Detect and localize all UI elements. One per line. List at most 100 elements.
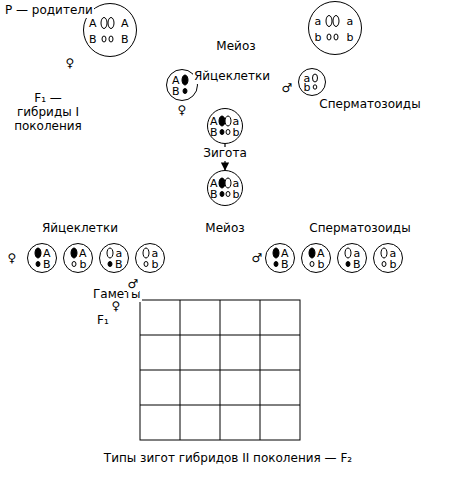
- cell-circle: AaBb: [207, 108, 243, 144]
- cell-circle: ab: [135, 243, 165, 273]
- chromosome-symbol: [226, 192, 230, 197]
- chromosome-symbol: [108, 262, 112, 267]
- allele-letter: B: [353, 259, 361, 270]
- chromosome-symbol: [345, 248, 351, 258]
- allele-letter: a: [354, 248, 361, 259]
- allele-letter: a: [347, 16, 354, 27]
- chromosome-symbol: [313, 74, 318, 82]
- allele-letter: A: [121, 18, 129, 29]
- allele-letter: b: [315, 32, 322, 43]
- text-label: Яйцеклетки: [193, 70, 271, 84]
- grid-line: [140, 405, 300, 406]
- chromosome-symbol: [219, 178, 225, 188]
- chromosome-symbol: [382, 262, 386, 267]
- chromosome-symbol: [144, 262, 148, 267]
- allele-letter: B: [210, 127, 218, 138]
- chromosome-symbol: [327, 34, 331, 40]
- text-label: ♂: [281, 82, 294, 96]
- text-label: Сперматозоиды: [308, 222, 411, 236]
- allele-letter: A: [210, 178, 218, 189]
- chromosome-symbol: [225, 178, 231, 188]
- text-label: ♀: [7, 252, 18, 266]
- chromosome-symbol: [226, 130, 230, 135]
- text-label: Зигота: [202, 147, 247, 161]
- chromosome-symbol: [183, 89, 187, 94]
- chromosome-symbol: [225, 116, 231, 126]
- text-label: ♀: [65, 57, 76, 71]
- cell-circle: Ab: [63, 243, 93, 273]
- chromosome-symbol: [182, 75, 188, 85]
- chromosome-symbol: [326, 16, 332, 27]
- allele-letter: A: [210, 116, 218, 127]
- cell-circle: ab: [373, 243, 403, 273]
- grid-line: [140, 335, 300, 336]
- punnett-grid: [140, 300, 300, 440]
- chromosome-symbol: [102, 36, 106, 42]
- text-label: ♂: [251, 252, 264, 266]
- text-label: Яйцеклетки: [41, 222, 119, 236]
- allele-letter: b: [347, 32, 354, 43]
- allele-letter: A: [43, 248, 51, 259]
- chromosome-symbol: [108, 18, 114, 29]
- cell-circle: Ab: [301, 243, 331, 273]
- chromosome-symbol: [334, 34, 338, 40]
- chromosome-symbol: [310, 262, 314, 267]
- chromosome-symbol: [35, 248, 41, 258]
- allele-letter: B: [121, 34, 129, 45]
- text-label: Сперматозоиды: [318, 98, 421, 112]
- chromosome-symbol: [220, 192, 224, 197]
- allele-letter: a: [116, 248, 123, 259]
- chromosome-symbol: [101, 18, 107, 29]
- cell-circle: aabb: [308, 1, 362, 55]
- chromosome-symbol: [36, 262, 40, 267]
- text-label: F₁: [96, 314, 110, 328]
- chromosome-symbol: [220, 130, 224, 135]
- allele-letter: B: [281, 259, 289, 270]
- chromosome-symbol: [219, 116, 225, 126]
- text-label: Мейоз: [204, 222, 245, 236]
- grid-line: [140, 370, 300, 371]
- text-label: ♀: [177, 104, 188, 118]
- cell-circle: aB: [337, 243, 367, 273]
- cell-circle: AaBb: [207, 170, 243, 206]
- allele-letter: A: [281, 248, 289, 259]
- cell-circle: AB: [27, 243, 57, 273]
- allele-letter: a: [233, 116, 240, 127]
- chromosome-symbol: [273, 248, 279, 258]
- chromosome-symbol: [143, 248, 149, 258]
- chromosome-symbol: [109, 36, 113, 42]
- chromosome-symbol: [309, 248, 315, 258]
- chromosome-symbol: [71, 248, 77, 258]
- chromosome-symbol: [381, 248, 387, 258]
- allele-letter: B: [43, 259, 51, 270]
- chromosome-symbol: [72, 262, 76, 267]
- grid-border: [140, 300, 300, 440]
- text-label: ♂: [127, 278, 140, 292]
- allele-letter: A: [172, 75, 180, 86]
- allele-letter: A: [89, 18, 97, 29]
- allele-letter: b: [390, 259, 397, 270]
- allele-letter: b: [304, 82, 311, 93]
- cell-circle: aB: [99, 243, 129, 273]
- allele-letter: a: [315, 16, 322, 27]
- allele-letter: b: [233, 189, 240, 200]
- chromosome-symbol: [274, 262, 278, 267]
- allele-letter: A: [317, 248, 325, 259]
- allele-letter: B: [115, 259, 123, 270]
- text-label: P — родители: [4, 4, 94, 18]
- allele-letter: B: [210, 189, 218, 200]
- chromosome-symbol: [107, 248, 113, 258]
- chromosome-symbol: [313, 85, 317, 89]
- allele-letter: b: [318, 259, 325, 270]
- cell-circle: AB: [265, 243, 295, 273]
- allele-letter: a: [233, 178, 240, 189]
- caption: Типы зигот гибридов II поколения — F₂: [103, 452, 353, 466]
- text-label: ♀: [111, 300, 122, 314]
- allele-letter: b: [233, 127, 240, 138]
- cell-circle: ab: [298, 68, 326, 96]
- allele-letter: a: [152, 248, 159, 259]
- allele-letter: B: [172, 86, 180, 97]
- text-label: Мейоз: [215, 40, 256, 54]
- text-label: F₁ — гибриды I поколения: [5, 92, 91, 133]
